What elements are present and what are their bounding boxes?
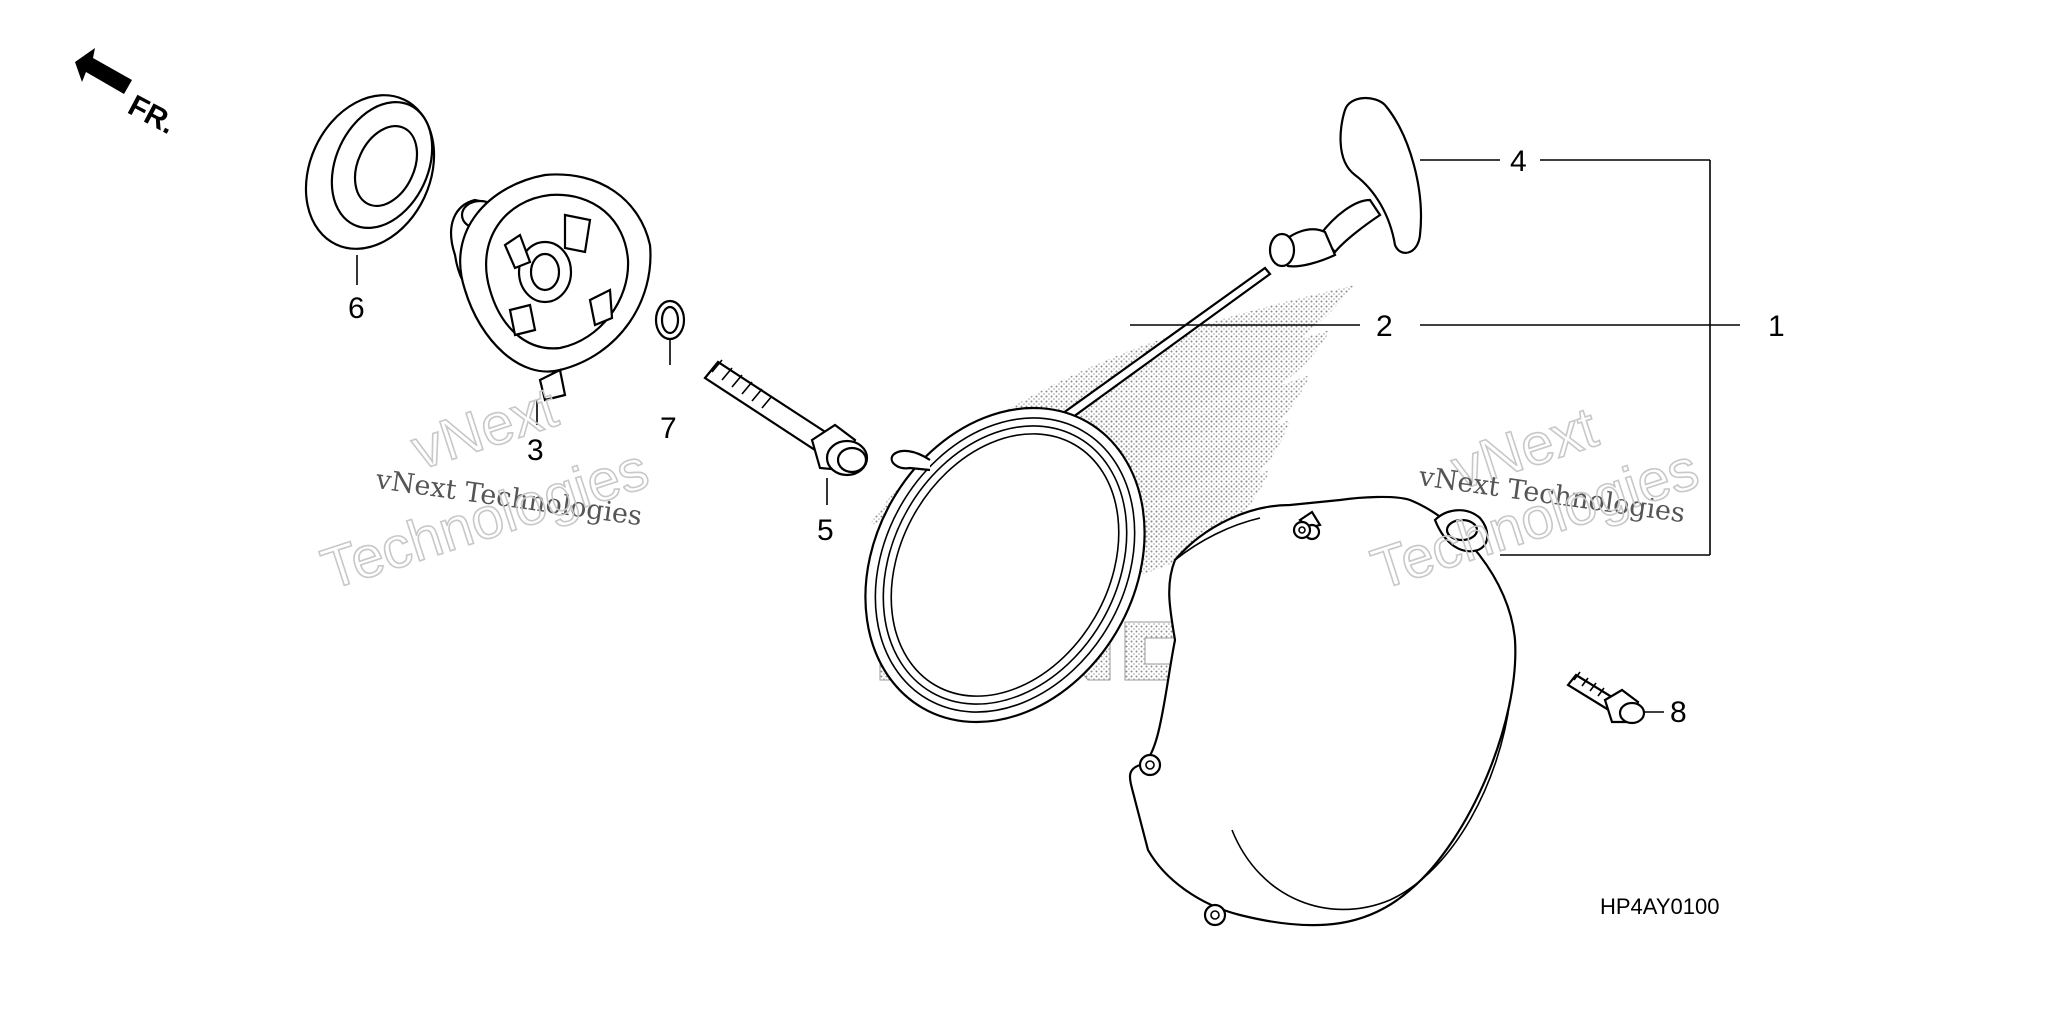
watermark-right: vNext vNext Technologies Technologies	[1363, 394, 1707, 603]
front-direction-arrow-icon: FR.	[75, 48, 181, 141]
washer	[654, 299, 686, 365]
starter-grip	[1268, 97, 1500, 268]
diagram-code: HP4AY0100	[1600, 894, 1719, 919]
flange-bolt	[703, 359, 869, 505]
oil-seal	[304, 94, 436, 285]
callout-8: 8	[1670, 696, 1687, 729]
front-direction-label: FR.	[123, 89, 181, 141]
callout-4: 4	[1510, 145, 1527, 178]
callout-1: 1	[1768, 310, 1785, 343]
callout-3: 3	[527, 434, 544, 467]
starter-pulley	[450, 173, 652, 425]
recoil-starter-assembly	[1128, 159, 1740, 927]
starter-bolt	[1566, 671, 1664, 725]
starter-rope	[864, 266, 1360, 724]
watermark-left: vNext vNext Technologies Technologies	[313, 374, 657, 603]
callout-6: 6	[348, 292, 365, 325]
callout-5: 5	[817, 514, 834, 547]
callout-7: 7	[660, 412, 677, 445]
callout-2: 2	[1376, 310, 1393, 343]
